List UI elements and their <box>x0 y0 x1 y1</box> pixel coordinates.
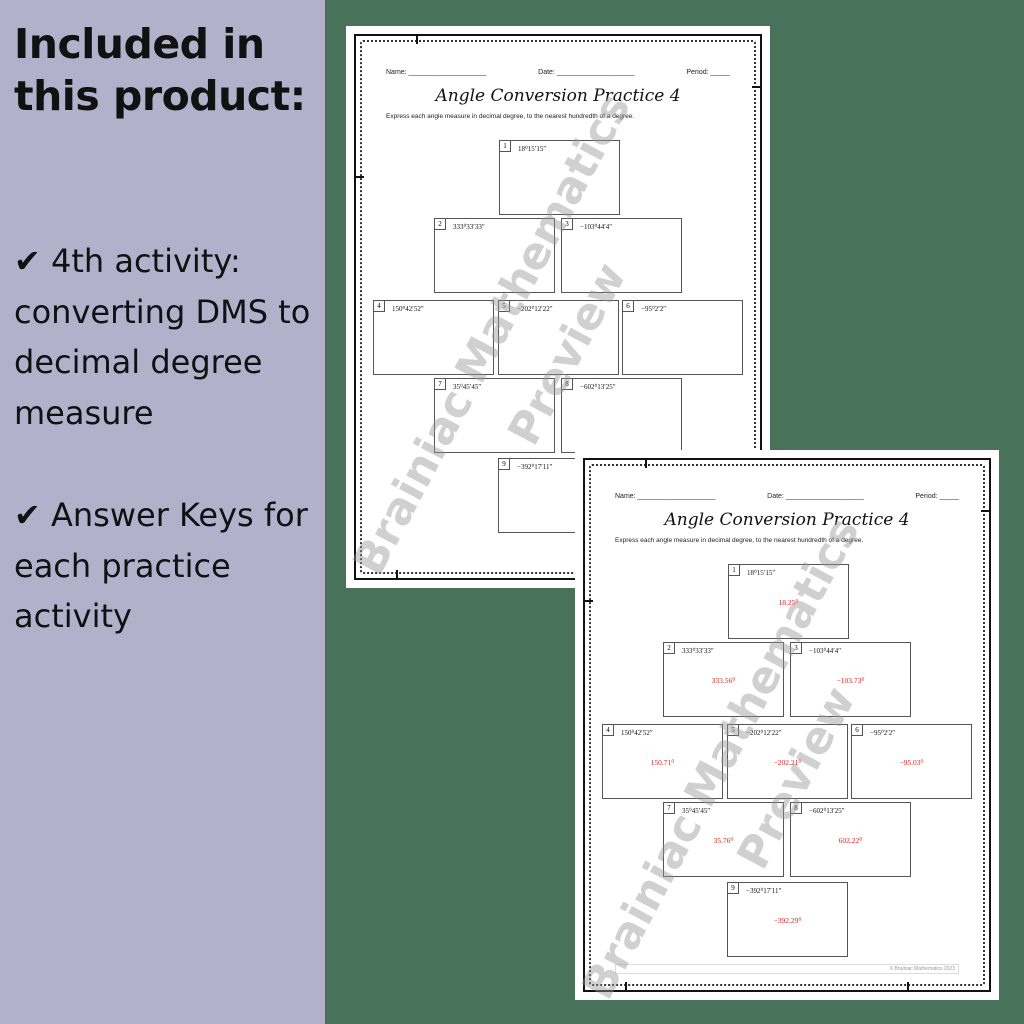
problem-angle: −202⁰12′22″ <box>746 729 782 737</box>
problem-angle: −602⁰13′25″ <box>809 807 845 815</box>
page-border <box>583 458 991 992</box>
problem-angle: −202⁰12′22″ <box>517 305 553 313</box>
problem-number: 1 <box>499 140 511 152</box>
period-field: Period: _____ <box>915 493 959 500</box>
problem-angle: −95⁰2′2″ <box>641 305 667 313</box>
problem-number: 3 <box>790 642 802 654</box>
info-panel: Included in this product: ✔ 4th activity… <box>0 0 325 1024</box>
answer: −103.73⁰ <box>836 676 865 685</box>
problem-box: 6 −95⁰2′2″ −95.03⁰ <box>851 724 972 799</box>
bullet-answer-keys: ✔ Answer Keys for each practice activity <box>14 496 308 635</box>
problem-number: 4 <box>602 724 614 736</box>
problem-number: 2 <box>434 218 446 230</box>
answer: 35.76⁰ <box>713 836 734 845</box>
problem-angle: −95⁰2′2″ <box>870 729 896 737</box>
answer: 18.25⁰ <box>778 598 799 607</box>
bullet-activity: ✔ 4th activity: converting DMS to decima… <box>14 242 311 432</box>
problem-box: 4 150⁰42′52″ <box>373 300 494 375</box>
problem-angle: 35⁰45′45″ <box>682 807 711 815</box>
answer: 150.71⁰ <box>650 758 675 767</box>
problem-number: 5 <box>727 724 739 736</box>
problem-box: 2 333⁰33′33″ <box>434 218 555 293</box>
name-field: Name: ____________________ <box>386 69 487 76</box>
date-field: Date: ____________________ <box>767 493 864 500</box>
problem-angle: 333⁰33′33″ <box>682 647 714 655</box>
problem-box: 4 150⁰42′52″ 150.71⁰ <box>602 724 723 799</box>
problem-number: 9 <box>498 458 510 470</box>
answer: −392.29⁰ <box>773 916 802 925</box>
name-field: Name: ____________________ <box>615 493 716 500</box>
problem-box: 2 333⁰33′33″ 333.56⁰ <box>663 642 784 717</box>
problem-box: 5 −202⁰12′22″ <box>498 300 619 375</box>
problem-angle: −103⁰44′4″ <box>809 647 842 655</box>
problem-box: 6 −95⁰2′2″ <box>622 300 743 375</box>
problem-number: 4 <box>373 300 385 312</box>
problem-angle: −103⁰44′4″ <box>580 223 613 231</box>
instructions: Express each angle measure in decimal de… <box>615 537 864 544</box>
problem-number: 3 <box>561 218 573 230</box>
answer: 602.22⁰ <box>838 836 863 845</box>
problem-box: 7 35⁰45′45″ 35.76⁰ <box>663 802 784 877</box>
problem-box: 5 −202⁰12′22″ −202.21⁰ <box>727 724 848 799</box>
problem-box: 1 18⁰15′15″ 18.25⁰ <box>728 564 849 639</box>
problem-number: 1 <box>728 564 740 576</box>
copyright: © Brainiac Mathematics 2023 <box>615 964 959 974</box>
problem-angle: −392⁰17′11″ <box>746 887 782 895</box>
problem-number: 5 <box>498 300 510 312</box>
answer: −202.21⁰ <box>773 758 802 767</box>
problem-number: 9 <box>727 882 739 894</box>
problem-number: 6 <box>851 724 863 736</box>
problem-number: 6 <box>622 300 634 312</box>
problem-number: 7 <box>663 802 675 814</box>
problem-angle: 18⁰15′15″ <box>747 569 776 577</box>
problem-angle: 35⁰45′45″ <box>453 383 482 391</box>
problem-box: 9 −392⁰17′11″ −392.29⁰ <box>727 882 848 957</box>
panel-heading: Included in this product: <box>14 20 306 120</box>
problem-box: 3 −103⁰44′4″ <box>561 218 682 293</box>
problem-angle: 18⁰15′15″ <box>518 145 547 153</box>
problem-box: 1 18⁰15′15″ <box>499 140 620 215</box>
worksheet-title: Angle Conversion Practice 4 <box>664 510 910 530</box>
problem-angle: 333⁰33′33″ <box>453 223 485 231</box>
answer: 333.56⁰ <box>711 676 736 685</box>
page-border <box>354 34 762 580</box>
problem-box: 8 −602⁰13′25″ 602.22⁰ <box>790 802 911 877</box>
answer: −95.03⁰ <box>899 758 924 767</box>
date-field: Date: ____________________ <box>538 69 635 76</box>
problem-angle: 150⁰42′52″ <box>392 305 424 313</box>
worksheet-preview: Name: ____________________ Date: ________… <box>346 26 770 588</box>
problem-box: 3 −103⁰44′4″ −103.73⁰ <box>790 642 911 717</box>
problem-number: 8 <box>790 802 802 814</box>
instructions: Express each angle measure in decimal de… <box>386 113 635 120</box>
page-border-inner <box>360 40 756 574</box>
problem-number: 7 <box>434 378 446 390</box>
answer-key-preview: Name: ____________________ Date: ________… <box>575 450 999 1000</box>
period-field: Period: _____ <box>686 69 730 76</box>
problem-angle: −392⁰17′11″ <box>517 463 553 471</box>
problem-angle: 150⁰42′52″ <box>621 729 653 737</box>
problem-angle: −602⁰13′25″ <box>580 383 616 391</box>
problem-box: 7 35⁰45′45″ <box>434 378 555 453</box>
problem-number: 8 <box>561 378 573 390</box>
worksheet-title: Angle Conversion Practice 4 <box>435 86 681 106</box>
page-border-inner <box>589 464 985 986</box>
problem-box: 8 −602⁰13′25″ <box>561 378 682 453</box>
problem-number: 2 <box>663 642 675 654</box>
